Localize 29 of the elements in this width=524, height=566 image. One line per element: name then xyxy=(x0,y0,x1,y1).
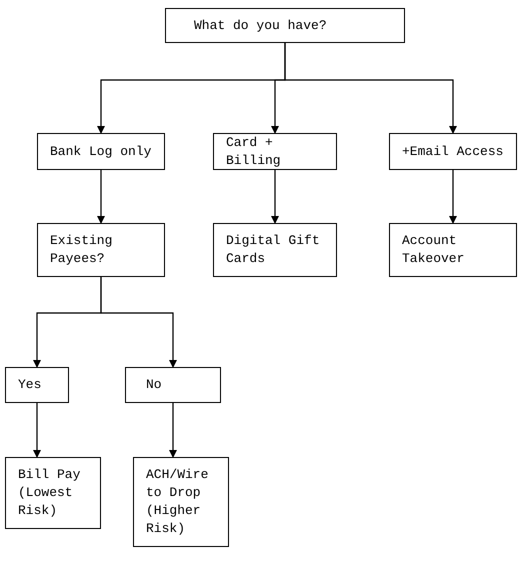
process-box xyxy=(5,457,101,529)
process-box xyxy=(37,223,165,277)
process-box xyxy=(125,367,221,403)
node-label: Account Takeover xyxy=(402,232,466,268)
arrow xyxy=(449,170,457,224)
node-label: Existing Payees? xyxy=(50,232,114,268)
node-label: What do you have? xyxy=(194,16,327,34)
node-label: Yes xyxy=(18,376,42,394)
process-box xyxy=(5,367,69,403)
arrow xyxy=(169,403,177,458)
process-box xyxy=(165,8,405,43)
process-box xyxy=(389,133,517,170)
process-box xyxy=(213,223,337,277)
arrow xyxy=(284,43,457,134)
process-box xyxy=(37,133,165,170)
arrow xyxy=(100,277,177,368)
node-label: +Email Access xyxy=(402,142,504,160)
node-label: Digital Gift Cards xyxy=(226,232,321,268)
node-label: Card + Billing xyxy=(226,134,282,170)
node-label: Bank Log only xyxy=(50,142,152,160)
process-box xyxy=(133,457,229,547)
arrow xyxy=(97,170,105,224)
node-label: Bill Pay (Lowest Risk) xyxy=(18,466,82,520)
node-label: ACH/Wire to Drop (Higher Risk) xyxy=(146,466,210,538)
arrow xyxy=(271,170,279,224)
node-label: No xyxy=(146,376,162,394)
process-box xyxy=(213,133,337,170)
arrow xyxy=(33,403,41,458)
process-box xyxy=(389,223,517,277)
